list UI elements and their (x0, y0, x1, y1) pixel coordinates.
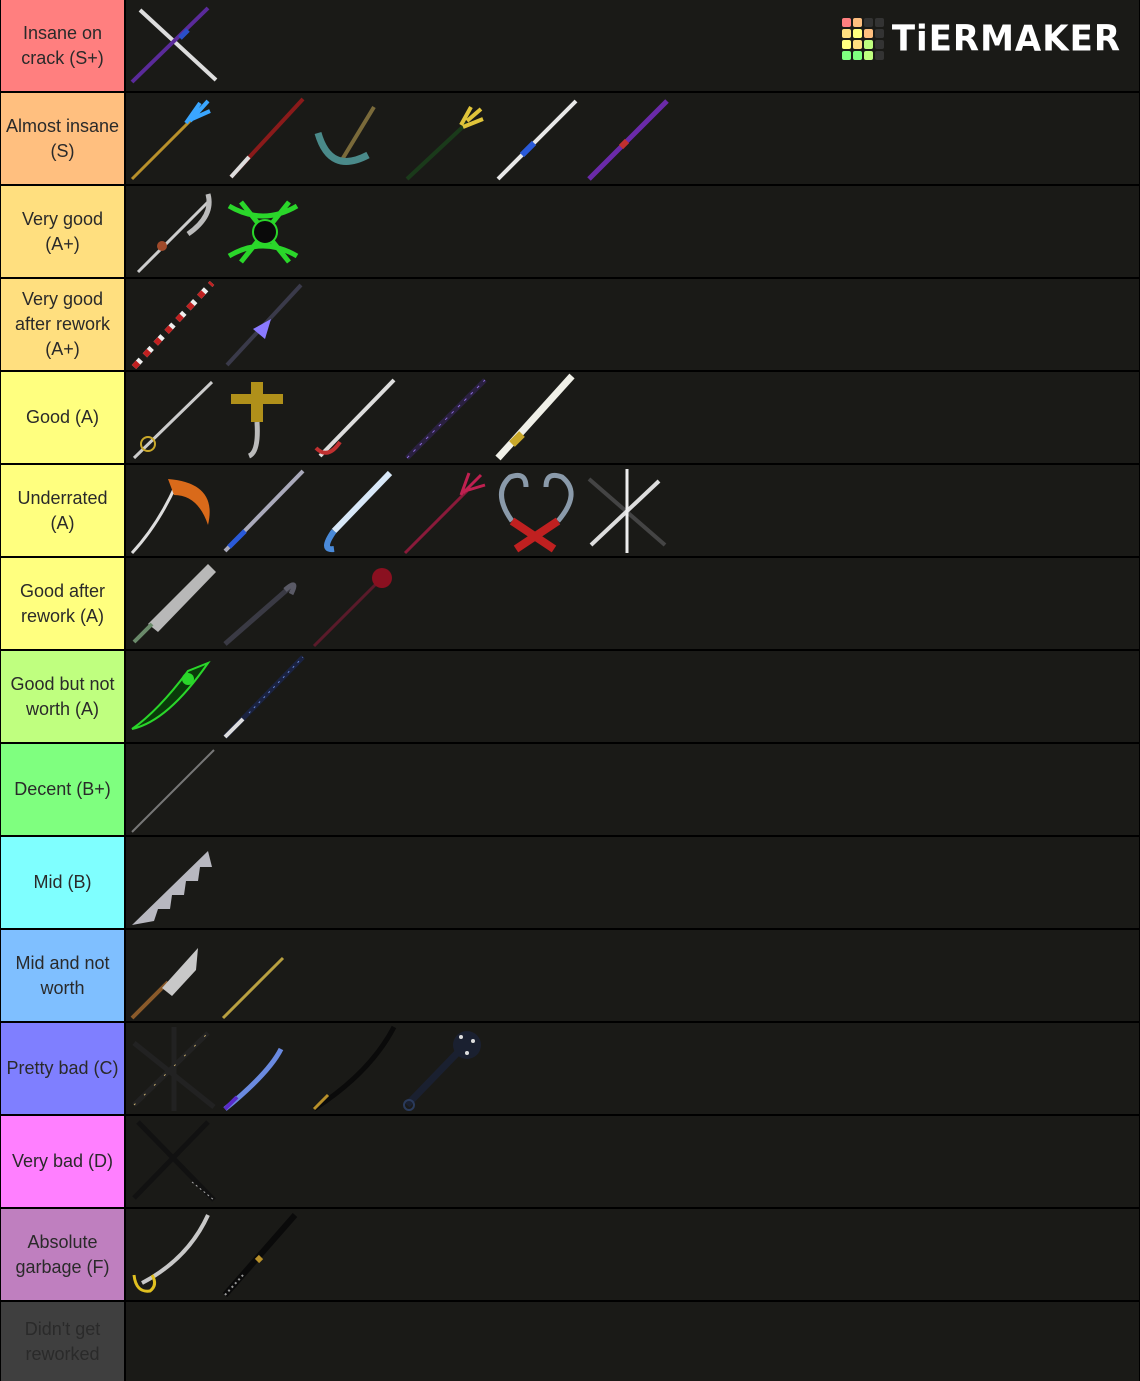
tier-label[interactable]: Pretty bad (C) (1, 1023, 124, 1114)
red-trident-icon[interactable] (401, 465, 492, 556)
white-katana-icon[interactable] (492, 372, 583, 463)
green-blade-icon[interactable] (128, 651, 219, 742)
red-katana-icon[interactable] (219, 93, 310, 184)
cleaver-icon[interactable] (128, 930, 219, 1021)
tier-items (126, 930, 1139, 1021)
tier-row: Very bad (D) (0, 1116, 1140, 1207)
gold-saber-icon[interactable] (128, 1209, 219, 1300)
purple-katana-icon[interactable] (583, 93, 674, 184)
tier-row: Mid (B) (0, 837, 1140, 928)
saber-icon[interactable] (128, 372, 219, 463)
white-blue-katana-icon[interactable] (492, 93, 583, 184)
green-crest-icon[interactable] (219, 186, 310, 277)
dotted-katana-icon[interactable] (219, 651, 310, 742)
tier-label[interactable]: Almost insane (S) (1, 93, 124, 184)
logo-grid-icon (841, 18, 884, 60)
tier-items (126, 279, 1139, 370)
tier-row: Very good after rework (A+) (0, 279, 1140, 370)
tier-row: Mid and not worth (0, 930, 1140, 1021)
tier-row: Good after rework (A) (0, 558, 1140, 649)
tier-label[interactable]: Very good after rework (A+) (1, 279, 124, 370)
tier-label[interactable]: Absolute garbage (F) (1, 1209, 124, 1300)
tier-items (126, 1209, 1139, 1300)
crossed-black-katanas-icon[interactable] (128, 1116, 219, 1207)
tier-row: Absolute garbage (F) (0, 1209, 1140, 1300)
tier-items (126, 1302, 1139, 1381)
red-white-katana-icon[interactable] (128, 279, 219, 370)
tier-label[interactable]: Mid (B) (1, 837, 124, 928)
tier-label[interactable]: Mid and not worth (1, 930, 124, 1021)
red-hilt-saber-icon[interactable] (310, 372, 401, 463)
cross-blades-icon[interactable] (583, 465, 674, 556)
tier-label[interactable]: Insane on crack (S+) (1, 0, 124, 91)
tiermaker-logo: TiERMAKER (841, 18, 1121, 60)
tier-items (126, 186, 1139, 277)
dark-sword-icon[interactable] (219, 279, 310, 370)
blue-katana-icon[interactable] (219, 1023, 310, 1114)
cane-icon[interactable] (219, 558, 310, 649)
black-sheath-katana-icon[interactable] (219, 1209, 310, 1300)
tier-row: Very good (A+) (0, 186, 1140, 277)
logo-text: TiERMAKER (891, 18, 1121, 60)
tier-row: Good but not worth (A) (0, 651, 1140, 742)
tier-label[interactable]: Didn't get reworked (1, 1302, 124, 1381)
tier-items (126, 1023, 1139, 1114)
blue-trident-icon[interactable] (128, 93, 219, 184)
tier-items (126, 837, 1139, 928)
tier-row: Good (A) (0, 372, 1140, 463)
tier-items (126, 1116, 1139, 1207)
tier-items (126, 93, 1139, 184)
tier-items (126, 465, 1139, 556)
tier-items (126, 744, 1139, 835)
tier-label[interactable]: Decent (B+) (1, 744, 124, 835)
tier-label[interactable]: Underrated (A) (1, 465, 124, 556)
twin-hooks-icon[interactable] (492, 465, 583, 556)
tier-row: Decent (B+) (0, 744, 1140, 835)
black-katana-icon[interactable] (310, 1023, 401, 1114)
scythe-icon[interactable] (128, 186, 219, 277)
hook-spear-icon[interactable] (219, 465, 310, 556)
spiked-mace-icon[interactable] (401, 1023, 492, 1114)
tier-label[interactable]: Good (A) (1, 372, 124, 463)
tier-row: Pretty bad (C) (0, 1023, 1140, 1114)
red-staff-icon[interactable] (310, 558, 401, 649)
umbrella-icon[interactable] (310, 465, 401, 556)
dark-purple-katana-icon[interactable] (401, 372, 492, 463)
serrated-blade-icon[interactable] (128, 837, 219, 928)
thin-blade-icon[interactable] (128, 744, 219, 835)
tier-label[interactable]: Very bad (D) (1, 1116, 124, 1207)
orange-scythe-icon[interactable] (128, 465, 219, 556)
broad-sword-icon[interactable] (128, 558, 219, 649)
tier-row: Almost insane (S) (0, 93, 1140, 184)
gold-cross-sword-icon[interactable] (219, 372, 310, 463)
tier-label[interactable]: Good but not worth (A) (1, 651, 124, 742)
tier-row: Didn't get reworked (0, 1302, 1140, 1381)
gold-trident-icon[interactable] (401, 93, 492, 184)
gold-pole-icon[interactable] (219, 930, 310, 1021)
tier-items (126, 651, 1139, 742)
tier-items: TiERMAKER (126, 0, 1139, 91)
tier-row: Insane on crack (S+) TiERMAKER (0, 0, 1140, 91)
triple-katanas-icon[interactable] (128, 1023, 219, 1114)
tier-items (126, 558, 1139, 649)
tier-label[interactable]: Good after rework (A) (1, 558, 124, 649)
tier-row: Underrated (A) (0, 465, 1140, 556)
tier-items (126, 372, 1139, 463)
anchor-icon[interactable] (310, 93, 401, 184)
tier-label[interactable]: Very good (A+) (1, 186, 124, 277)
crossed-katanas-icon[interactable] (128, 0, 219, 91)
